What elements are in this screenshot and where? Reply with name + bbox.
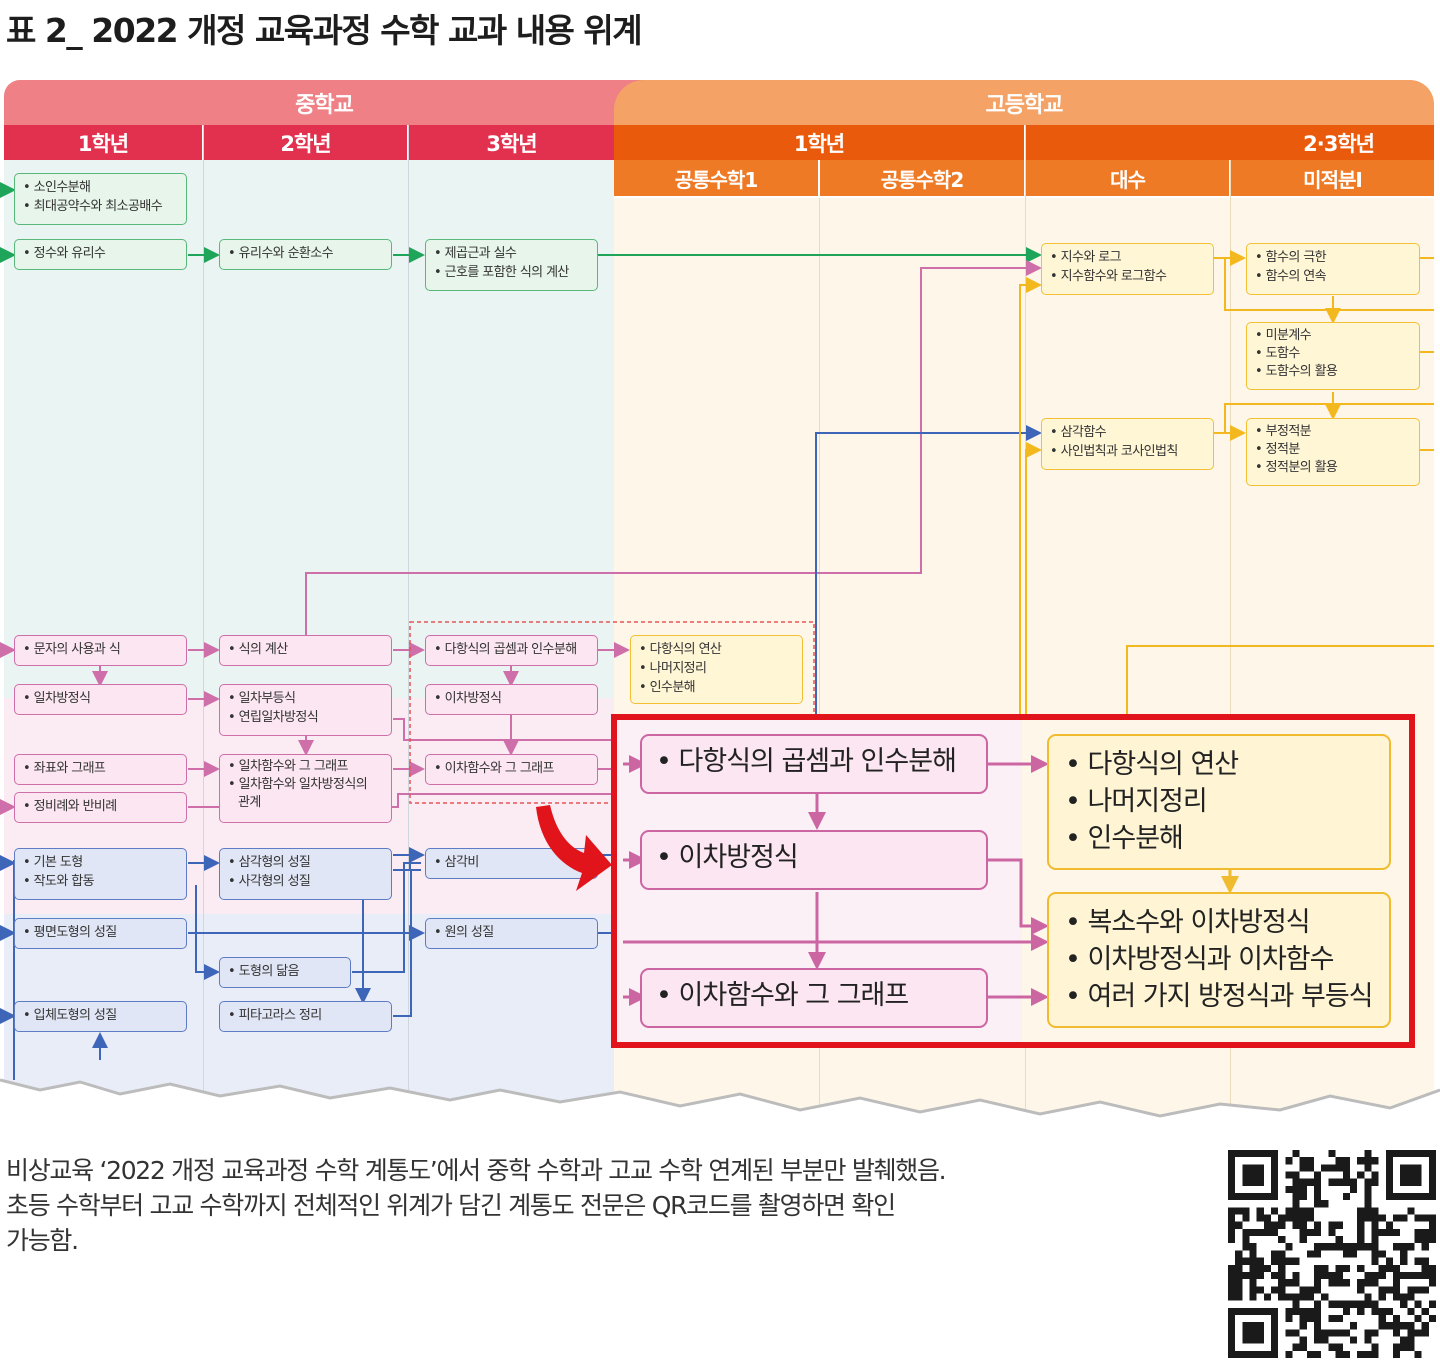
hs-grade-23-header: 2·3학년	[1026, 125, 1434, 160]
pink-line	[305, 260, 1042, 635]
pink-line	[393, 718, 614, 741]
box-prime-factorization: • 소인수분해• 최대공약수와 최소공배수	[14, 173, 187, 225]
zoom-box-poly-operations: • 다항식의 연산• 나머지정리• 인수분해	[1047, 734, 1391, 870]
box-square-roots: • 제곱근과 실수• 근호를 포함한 식의 계산	[425, 239, 598, 291]
blue-line	[393, 869, 421, 1017]
yellow-line	[1224, 258, 1434, 311]
box-quadratic-equations: • 이차방정식	[425, 684, 598, 715]
caption-line: 초등 수학부터 고교 수학까지 전체적인 위계가 담긴 계통도 전문은 QR코드…	[6, 1191, 896, 1220]
caption: 비상교육 ‘2022 개정 교육과정 수학 계통도’에서 중학 수학과 고교 수…	[6, 1153, 1186, 1258]
box-exp-log: • 지수와 로그• 지수함수와 로그함수	[1041, 243, 1214, 295]
box-limits: • 함수의 극한• 함수의 연속	[1246, 243, 1420, 295]
column-divider	[408, 125, 409, 1128]
yellow-line	[1019, 277, 1042, 714]
box-integers-rationals: • 정수와 유리수	[14, 239, 187, 270]
box-inequalities: • 일차부등식• 연립일차방정식	[219, 684, 392, 736]
blue-line	[393, 862, 421, 871]
yellow-line	[1224, 403, 1434, 433]
subject-calculus-1: 미적분Ⅰ	[1231, 160, 1434, 196]
page-title: 표 2_ 2022 개정 교육과정 수학 교과 내용 위계	[6, 11, 643, 50]
box-solid-figures: • 입체도형의 성질	[14, 1001, 187, 1032]
ms-grade-3-header: 3학년	[409, 125, 614, 160]
high-school-header: 고등학교	[614, 80, 1434, 125]
box-rational-repeating: • 유리수와 순환소수	[219, 239, 392, 270]
box-triangles: • 삼각형의 성질• 사각형의 성질	[219, 848, 392, 900]
middle-school-header: 중학교	[4, 80, 644, 125]
box-quadratic-functions: • 이차함수와 그 그래프	[425, 754, 598, 785]
yellow-line	[1126, 645, 1434, 714]
zoom-box-quadratic-functions: • 이차함수와 그 그래프	[640, 968, 988, 1028]
zoom-box-poly-factorization: • 다항식의 곱셈과 인수분해	[640, 734, 988, 794]
subject-common-math-1: 공통수학1	[614, 160, 818, 196]
column-divider	[819, 198, 820, 1128]
box-poly-factorization: • 다항식의 곱셈과 인수분해	[425, 635, 598, 666]
box-linear-equations: • 일차방정식	[14, 684, 187, 715]
caption-line: 가능함.	[6, 1226, 79, 1255]
box-pythagoras: • 피타고라스 정리	[219, 1001, 392, 1032]
ms-grade-2-header: 2학년	[204, 125, 407, 160]
zoom-arrows	[623, 755, 1239, 1006]
column-divider	[203, 125, 204, 1128]
torn-edge	[0, 1080, 1440, 1130]
subject-algebra: 대수	[1026, 160, 1229, 196]
box-trigonometry: • 삼각함수• 사인법칙과 코사인법칙	[1041, 418, 1214, 470]
box-coordinates-graphs: • 좌표와 그래프	[14, 754, 187, 785]
box-proportion: • 정비례와 반비례	[14, 792, 187, 823]
hs-grade-1-header: 1학년	[614, 125, 1024, 160]
red-callout-arrow	[536, 805, 612, 891]
box-similarity: • 도형의 닮음	[219, 957, 351, 988]
zoom-box-quadratic-equations: • 이차방정식	[640, 830, 988, 890]
box-expression-calc: • 식의 계산	[219, 635, 392, 666]
box-poly-operations: • 다항식의 연산• 나머지정리• 인수분해	[630, 635, 803, 704]
column-divider	[1230, 160, 1231, 1128]
box-integrals: • 부정적분• 정적분• 정적분의 활용	[1246, 418, 1420, 486]
zoom-box-complex-quadratic: • 복소수와 이차방정식• 이차방정식과 이차함수• 여러 가지 방정식과 부등…	[1047, 892, 1391, 1028]
caption-line: 비상교육 ‘2022 개정 교육과정 수학 계통도’에서 중학 수학과 고교 수…	[6, 1156, 947, 1185]
box-letters-expressions: • 문자의 사용과 식	[14, 635, 187, 666]
qr-code-icon[interactable]	[1228, 1150, 1436, 1358]
blue-line	[352, 862, 421, 973]
torn-edge-shadow	[0, 1078, 1440, 1118]
box-plane-figures: • 평면도형의 성질	[14, 918, 187, 949]
ms-grade-1-header: 1학년	[4, 125, 202, 160]
yellow-line	[1025, 442, 1042, 714]
subject-common-math-2: 공통수학2	[820, 160, 1024, 196]
zoom-highlight: • 다항식의 곱셈과 인수분해 • 이차방정식 • 이차함수와 그 그래프 • …	[611, 714, 1415, 1048]
box-basic-figures: • 기본 도형• 작도와 합동	[14, 848, 187, 900]
high-school-label: 고등학교	[985, 92, 1064, 118]
box-circle-properties: • 원의 성질	[425, 918, 598, 949]
middle-school-label: 중학교	[295, 92, 354, 118]
blue-line	[195, 885, 220, 980]
blue-line	[815, 425, 1042, 715]
box-derivatives: • 미분계수• 도함수• 도함수의 활용	[1246, 322, 1420, 390]
zoom-pink-arrow	[988, 858, 1049, 935]
